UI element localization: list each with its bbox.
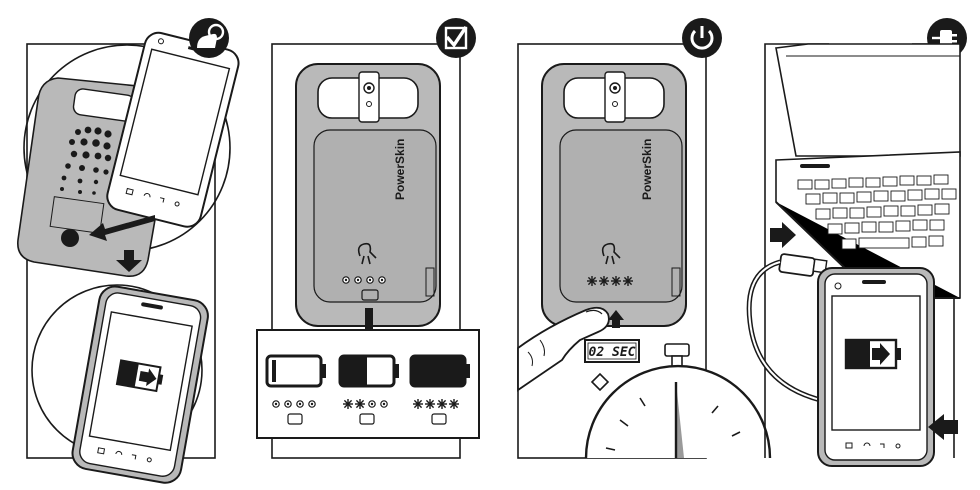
power-icon xyxy=(682,18,722,58)
panel-power: PowerSkin 02 SEC xyxy=(518,18,770,458)
powerskin-case: PowerSkin xyxy=(296,64,440,326)
plug-in-arrow xyxy=(770,222,796,248)
brand-label: PowerSkin xyxy=(640,139,654,200)
phone-charging xyxy=(818,268,934,466)
brand-label: PowerSkin xyxy=(393,139,407,200)
timer-text: 02 SEC xyxy=(589,345,636,360)
battery-charging-icon xyxy=(846,340,901,368)
panel-check: PowerSkin xyxy=(257,18,479,458)
phone-in-case xyxy=(70,284,210,485)
finger-tap-icon xyxy=(189,18,229,58)
panel-charge xyxy=(749,18,967,466)
timer-display: 02 SEC xyxy=(585,340,639,362)
checkmark-icon xyxy=(436,18,476,58)
powerskin-case: PowerSkin xyxy=(542,64,686,326)
phone-front xyxy=(104,30,241,230)
pointer-arrow xyxy=(365,308,373,330)
panel-install xyxy=(18,18,242,485)
